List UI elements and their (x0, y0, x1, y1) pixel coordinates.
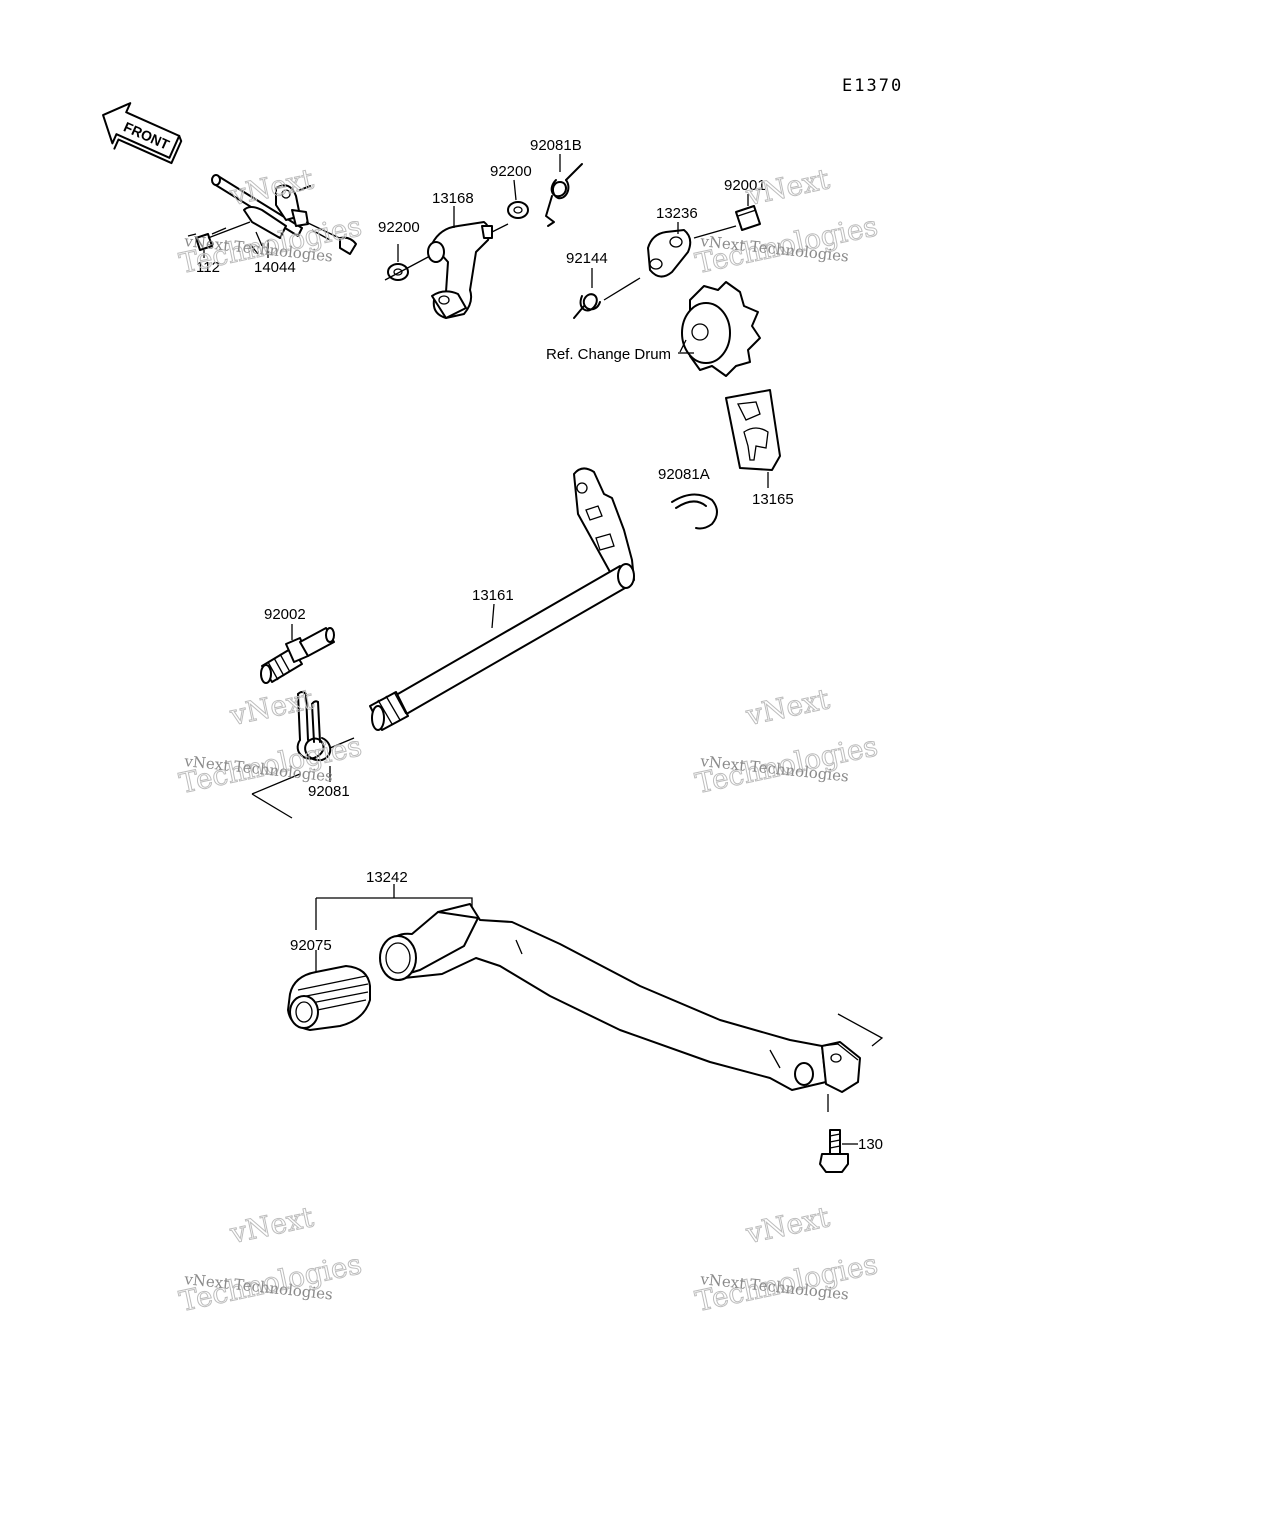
part-label-92075: 92075 (290, 937, 332, 954)
part-label-92002: 92002 (264, 606, 306, 623)
part-label-92081a: 92081A (658, 466, 710, 483)
part-92001-bolt (735, 194, 761, 231)
part-14044-drawing (187, 174, 357, 258)
part-label-13165: 13165 (752, 491, 794, 508)
svg-text:vNext: vNext (226, 682, 317, 732)
change-drum-drawing (679, 281, 761, 377)
watermark-2: vNext Technologies (692, 162, 881, 281)
part-13165-plate (725, 389, 781, 488)
svg-text:vNext: vNext (226, 162, 317, 212)
watermark-5: vNext Technologies (176, 1200, 365, 1319)
svg-text:vNext: vNext (742, 1200, 833, 1250)
part-label-92081: 92081 (308, 783, 350, 800)
part-label-14044: 14044 (254, 259, 296, 276)
part-92002-stud (260, 624, 335, 684)
part-label-92144: 92144 (566, 250, 608, 267)
part-label-130: 130 (858, 1136, 883, 1153)
part-label-92001: 92001 (724, 177, 766, 194)
part-92081a-clip (671, 493, 718, 530)
part-92081-spring (251, 691, 355, 819)
svg-text:vNext: vNext (226, 1200, 317, 1250)
svg-text:vNext: vNext (742, 682, 833, 732)
watermark-4: vNext Technologies (692, 682, 881, 801)
part-13236-drawing (647, 222, 737, 278)
part-label-92200-right: 92200 (490, 163, 532, 180)
part-label-92200-left: 92200 (378, 219, 420, 236)
part-92200-washer-right (507, 201, 529, 219)
part-label-13161: 13161 (472, 587, 514, 604)
watermark-3: vNext Technologies (176, 682, 365, 801)
diagram-code: E1370 (842, 76, 903, 96)
part-92075-rubber (287, 950, 371, 1031)
part-13161-shift-shaft (369, 467, 635, 731)
part-13168-drawing (427, 206, 509, 319)
part-label-92081b: 92081B (530, 137, 582, 154)
ref-change-drum-label: Ref. Change Drum (546, 346, 671, 363)
part-130-bolt (819, 1129, 858, 1173)
part-label-112: 112 (196, 259, 220, 276)
svg-text:vNext: vNext (742, 162, 833, 212)
front-arrow-icon: FRONT (102, 102, 183, 165)
part-92081b-spring (545, 154, 583, 227)
gear-pedal-drawing (379, 903, 884, 1112)
part-label-13236: 13236 (656, 205, 698, 222)
part-label-13168: 13168 (432, 190, 474, 207)
part-label-13242: 13242 (366, 869, 408, 886)
part-92144-spring (573, 268, 641, 319)
part-92200-washer-left (387, 263, 409, 281)
watermark-6: vNext Technologies (692, 1200, 881, 1319)
